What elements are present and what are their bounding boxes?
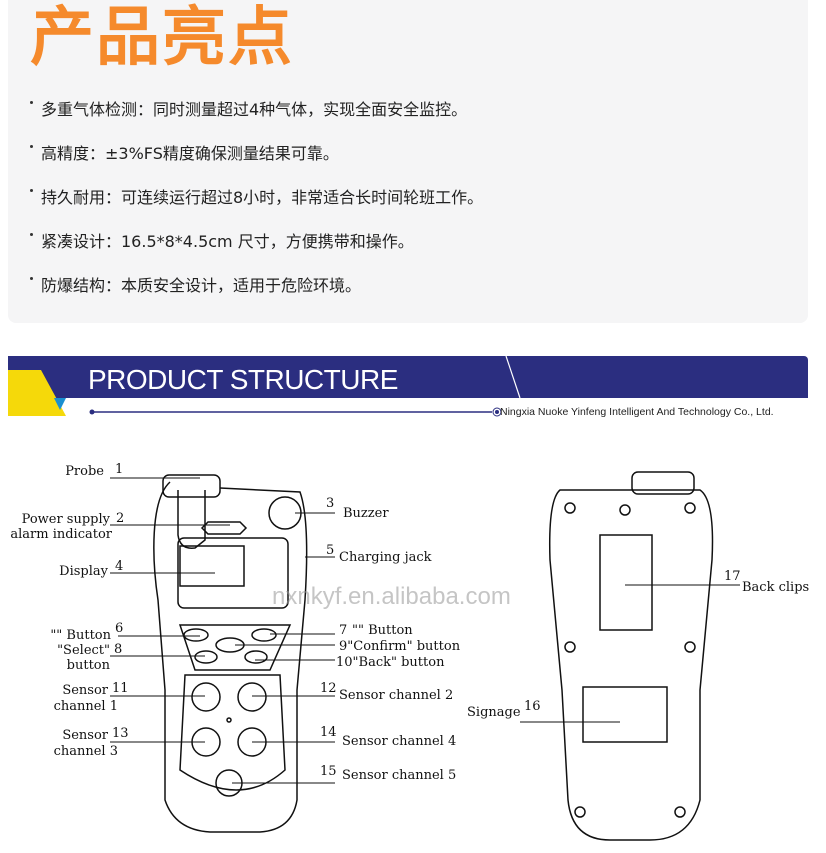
back-device <box>548 471 714 841</box>
label-number: 6 <box>115 621 123 636</box>
label-number: 13 <box>112 726 129 741</box>
company-name: Ningxia Nuoke Yinfeng Intelligent And Te… <box>500 406 774 418</box>
list-item: 防爆结构：本质安全设计，适用于危险环境。 <box>30 274 483 318</box>
item-text: 持久耐用：可连续运行超过8小时，非常适合长时间轮班工作。 <box>41 188 484 207</box>
item-text: 防爆结构：本质安全设计，适用于危险环境。 <box>41 276 362 295</box>
label-number: 4 <box>115 559 123 574</box>
label-back-clips: Back clips <box>742 580 809 595</box>
item-text: 高精度：±3%FS精度确保测量结果可靠。 <box>41 144 339 163</box>
watermark: nxnkyf.en.alibaba.com <box>272 583 511 610</box>
label-number: 7 <box>339 623 347 638</box>
label-buzzer: Buzzer <box>343 506 389 521</box>
label-number: 3 <box>326 496 334 511</box>
label-button-7: "" Button <box>352 623 413 638</box>
label-sensor-2: Sensor channel 2 <box>339 688 453 703</box>
structure-banner <box>8 356 808 417</box>
label-number: 5 <box>326 543 334 558</box>
label-alarm-indicator: alarm indicator <box>10 527 112 542</box>
label-sensor-1: channel 1 <box>54 699 118 714</box>
label-signage: Signage <box>467 705 521 720</box>
label-number: 12 <box>320 681 337 696</box>
label-display: Display <box>59 564 108 579</box>
label-sensor-5: Sensor channel 5 <box>342 768 456 783</box>
label-number: 2 <box>116 511 124 526</box>
front-device <box>153 474 308 833</box>
list-item: 多重气体检测：同时测量超过4种气体，实现全面安全监控。 <box>30 98 483 142</box>
structure-title: PRODUCT STRUCTURE <box>88 364 398 395</box>
highlights-list: 多重气体检测：同时测量超过4种气体，实现全面安全监控。 高精度：±3%FS精度确… <box>30 98 483 318</box>
label-back-button: 10"Back" button <box>336 655 445 670</box>
leader-lines <box>110 477 740 784</box>
diagram-labels: Probe 1 Power supply alarm indicator 2 B… <box>10 462 809 783</box>
label-number: 11 <box>112 681 129 696</box>
label-number: 1 <box>115 462 123 477</box>
label-number: 16 <box>524 699 541 714</box>
item-text: 紧凑设计：16.5*8*4.5cm 尺寸，方便携带和操作。 <box>41 232 414 251</box>
label-sensor-3: channel 3 <box>54 744 118 759</box>
label-confirm-button: 9"Confirm" button <box>339 639 461 654</box>
list-item: 紧凑设计：16.5*8*4.5cm 尺寸，方便携带和操作。 <box>30 230 483 274</box>
label-charging-jack: Charging jack <box>339 550 432 565</box>
item-text: 多重气体检测：同时测量超过4种气体，实现全面安全监控。 <box>41 100 468 119</box>
label-power-supply: Power supply <box>22 512 111 527</box>
list-item: 高精度：±3%FS精度确保测量结果可靠。 <box>30 142 483 186</box>
label-number: 8 <box>114 642 122 657</box>
list-item: 持久耐用：可连续运行超过8小时，非常适合长时间轮班工作。 <box>30 186 483 230</box>
label-sensor-1: Sensor <box>62 683 108 698</box>
product-diagram: Probe 1 Power supply alarm indicator 2 B… <box>10 462 809 841</box>
label-sensor-4: Sensor channel 4 <box>342 734 456 749</box>
label-number: 15 <box>320 764 337 779</box>
label-number: 14 <box>320 725 337 740</box>
label-probe: Probe <box>65 464 104 479</box>
label-number: 17 <box>724 569 741 584</box>
highlights-card <box>8 0 808 323</box>
label-sensor-3: Sensor <box>62 728 108 743</box>
label-select-button: button <box>67 658 111 673</box>
highlights-title: 产品亮点 <box>30 1 294 75</box>
label-select: "Select" <box>57 643 110 658</box>
label-button-6: "" Button <box>50 628 111 643</box>
